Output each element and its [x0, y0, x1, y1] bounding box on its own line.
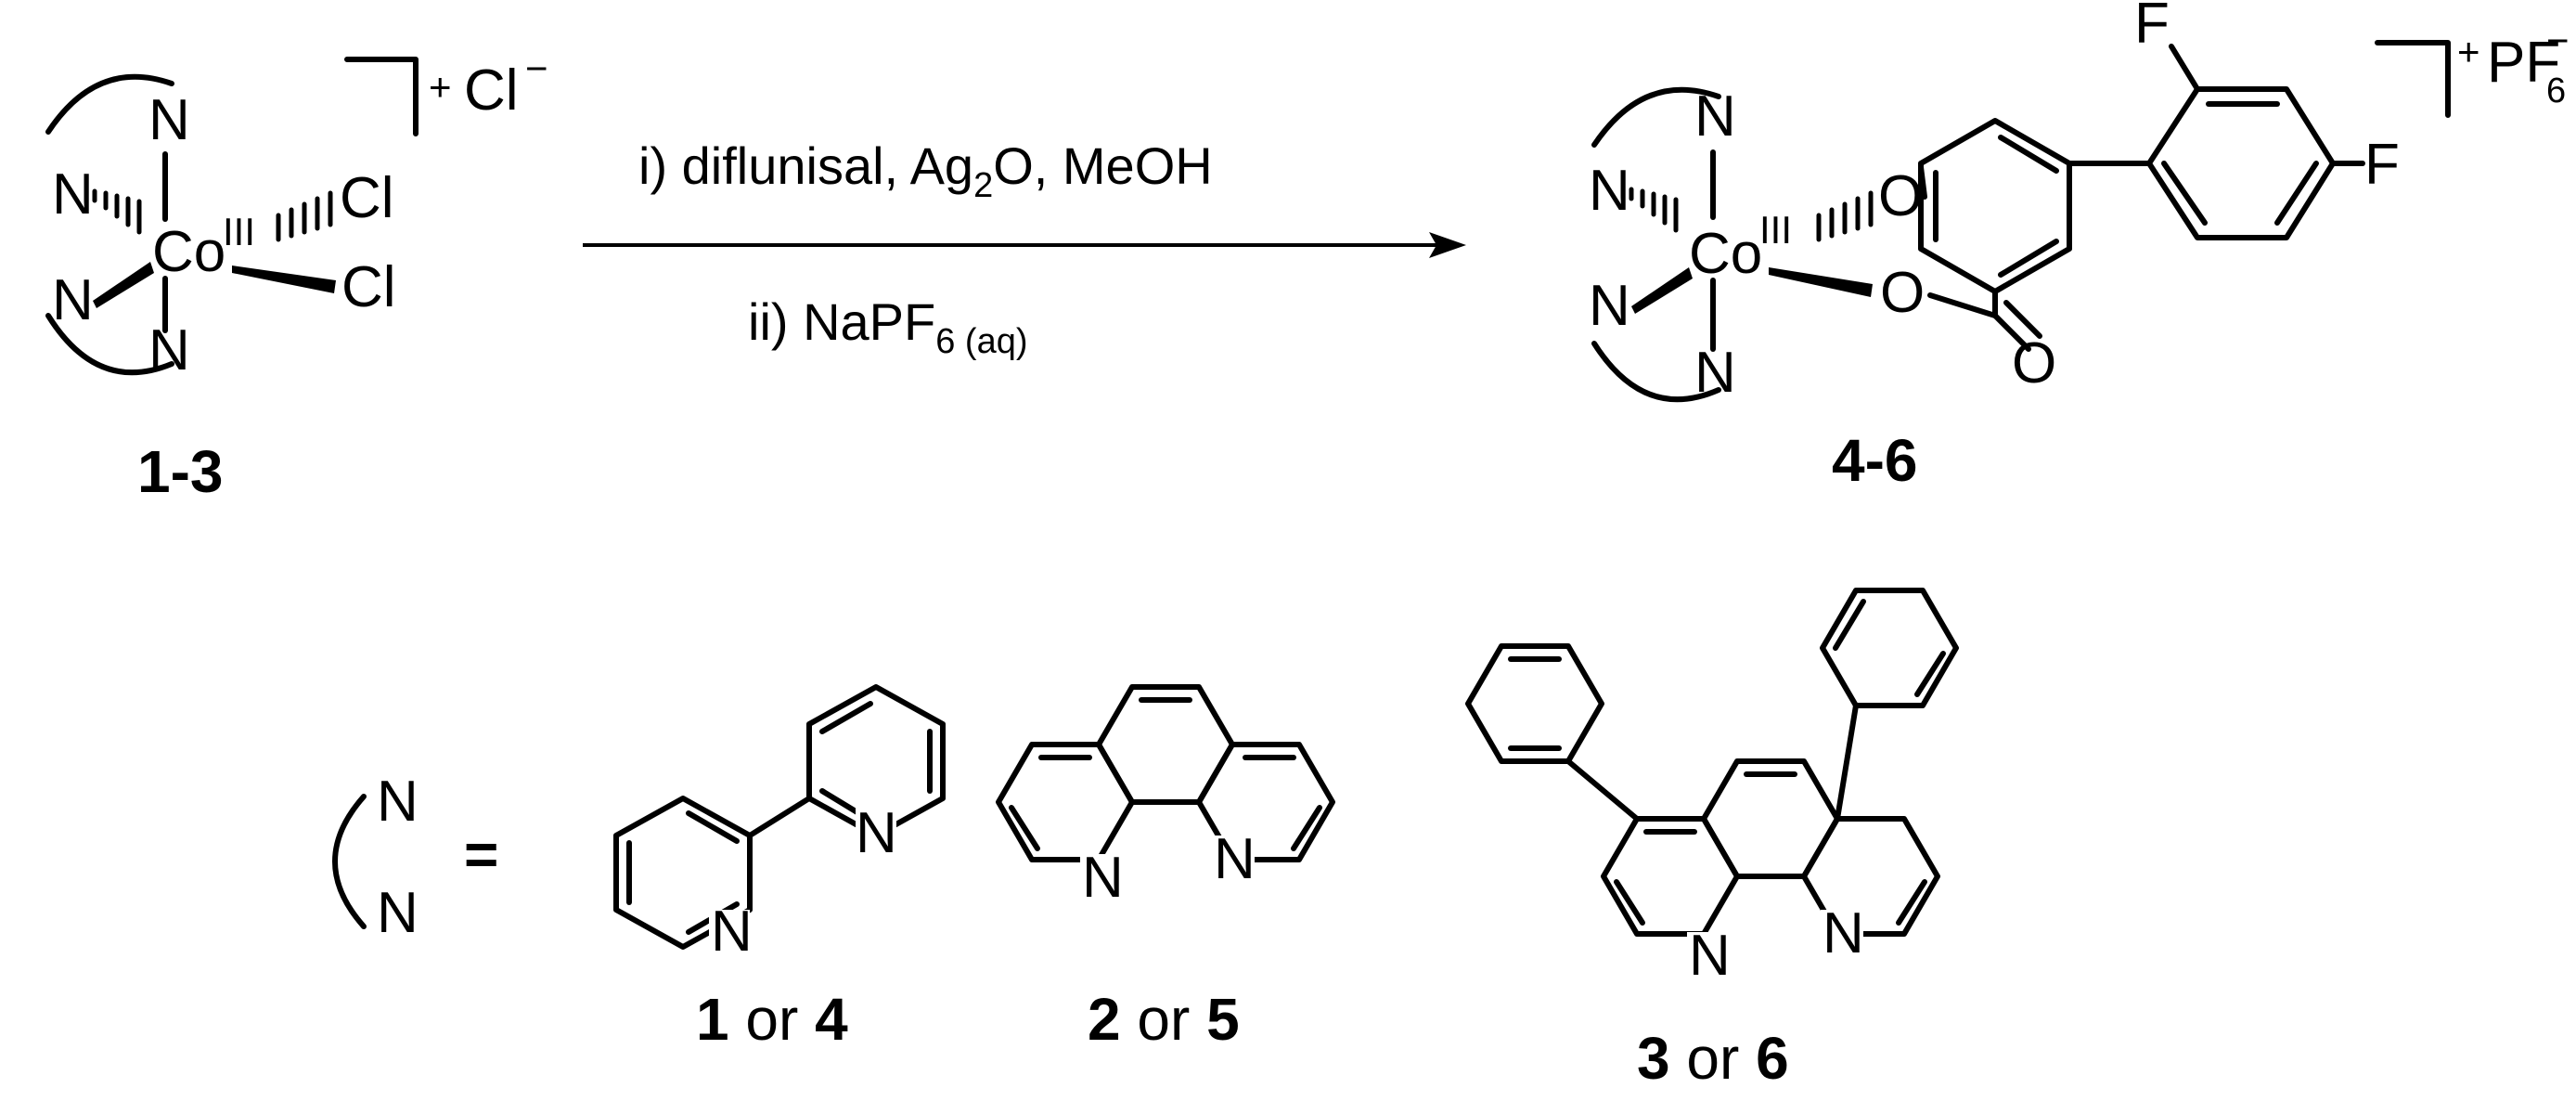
condition-step-1: i) diflunisal, Ag2O, MeOH	[638, 136, 1213, 205]
legend-bipyridine-n-1: N	[711, 900, 753, 964]
reactant-label: 1-3	[137, 438, 224, 505]
legend-phenanthroline	[996, 684, 1335, 862]
legend-generic-n-top: N	[377, 770, 419, 834]
product-bond-o-ring	[1918, 164, 1927, 200]
legend-bipyridine-n-2: N	[856, 801, 897, 865]
reactant-charge: +	[429, 65, 452, 109]
product-difluorophenyl-ring	[2146, 86, 2336, 240]
product-n-top: N	[1694, 84, 1736, 149]
product-carbonyl-bond-2	[2003, 300, 2042, 339]
legend-bathophen-n-2: N	[1689, 924, 1731, 988]
legend-generic-n-bottom: N	[377, 881, 419, 945]
product-charge: +	[2457, 30, 2480, 73]
legend-label-3: 3 or 6	[1637, 1025, 1789, 1092]
product-cobalt: Co	[1689, 222, 1762, 286]
reactant-n-left-upper: N	[52, 162, 94, 227]
product-hash-bond-left	[1629, 187, 1679, 233]
legend-equals: =	[464, 821, 498, 887]
reactant-counterion: Cl	[464, 58, 519, 123]
reactant-cl-lower: Cl	[341, 255, 396, 319]
legend-phenanthroline-n-1: N	[1214, 827, 1256, 891]
ligand-legend: N N = N N 1 or 4	[332, 588, 1959, 1092]
reactant-ligand-arc-bottom	[45, 313, 174, 376]
reaction-arrow-head	[1429, 232, 1466, 258]
product-counterion-charge: −	[2546, 19, 2570, 62]
reactant-n-left-lower: N	[52, 268, 94, 332]
product-f-ortho: F	[2134, 0, 2170, 56]
reactant-n-bottom: N	[148, 318, 190, 382]
legend-generic-arc	[332, 794, 367, 929]
legend-label-2: 2 or 5	[1088, 986, 1240, 1053]
legend-bathophenanthroline	[1465, 588, 1959, 937]
reactant-cobalt: Co	[152, 220, 225, 284]
product-n-bottom: N	[1694, 341, 1736, 405]
reactant-hash-bond-cl	[276, 190, 333, 242]
product-n-left-lower: N	[1589, 274, 1630, 338]
product-label: 4-6	[1832, 427, 1918, 494]
product-complex: N N N N Co III O O	[1589, 0, 2570, 494]
product-counterion: PF	[2487, 31, 2560, 95]
product-bond-carboxyl-o	[1927, 292, 1998, 318]
product-counterion-sub: 6	[2546, 71, 2566, 110]
reactant-counterion-charge: −	[525, 46, 548, 90]
product-ligand-arc-top	[1591, 86, 1721, 148]
reactant-ligand-arc-top	[45, 73, 174, 135]
reactant-n-top: N	[148, 88, 190, 152]
reactant-bracket	[344, 57, 419, 136]
reactant-hash-bond-left	[92, 188, 142, 235]
product-salicylate-ring	[1918, 118, 2072, 294]
reactant-complex: N N N N Co III Cl Cl	[45, 46, 548, 505]
product-carbonyl-bond-1	[1992, 313, 2031, 352]
product-n-left-upper: N	[1589, 159, 1630, 223]
legend-label-1: 1 or 4	[696, 986, 848, 1053]
reactant-cl-upper: Cl	[340, 166, 394, 230]
product-bracket	[2375, 40, 2451, 118]
product-o-carboxylate: O	[1880, 261, 1925, 325]
reactant-oxidation-state: III	[223, 210, 255, 253]
product-o-phenolate: O	[1878, 164, 1923, 228]
product-f-para: F	[2364, 133, 2400, 197]
product-wedge-bond-left	[1631, 267, 1693, 314]
product-ligand-arc-bottom	[1591, 341, 1721, 403]
product-oxidation-state: III	[1759, 208, 1792, 252]
reactant-wedge-bond-cl	[232, 266, 336, 293]
legend-bathophen-n-1: N	[1823, 901, 1864, 965]
product-bond-f-ortho	[2169, 44, 2200, 92]
product-hash-bond-o	[1816, 190, 1874, 242]
legend-phenanthroline-n-2: N	[1082, 846, 1124, 910]
condition-step-2: ii) NaPF6 (aq)	[748, 292, 1028, 361]
product-o-carbonyl: O	[2012, 331, 2056, 395]
reaction-arrow-group: i) diflunisal, Ag2O, MeOH ii) NaPF6 (aq)	[583, 136, 1466, 361]
product-wedge-bond-o	[1769, 267, 1873, 297]
reactant-wedge-bond-left	[93, 262, 154, 308]
